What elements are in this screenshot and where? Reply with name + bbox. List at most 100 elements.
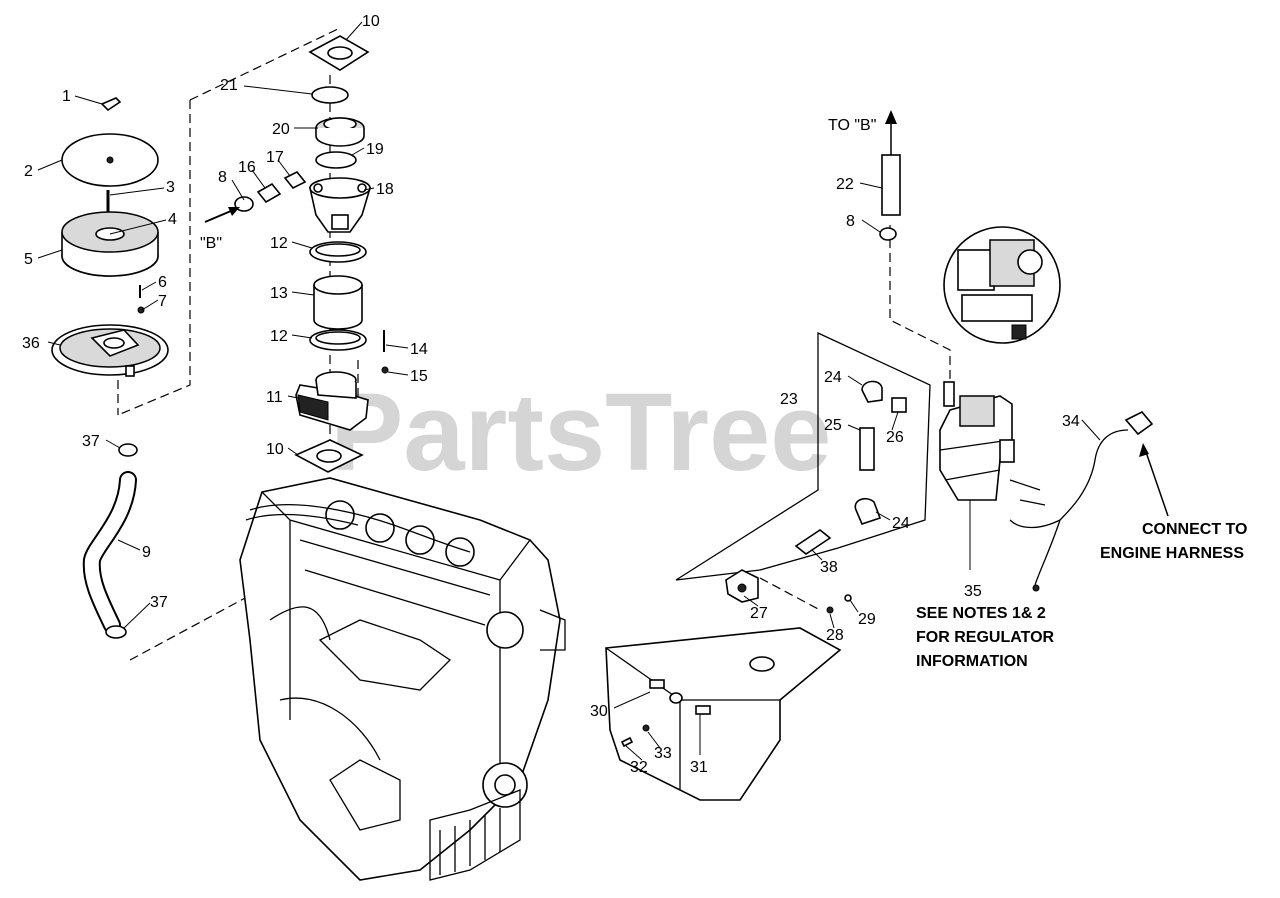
elbow-fitting <box>854 498 882 525</box>
rubber-coupler <box>313 275 363 330</box>
callout-35: 35 <box>964 583 982 600</box>
o-ring <box>311 86 349 104</box>
elbow-fitting <box>861 380 883 403</box>
screw <box>844 594 852 602</box>
callout-20: 20 <box>272 121 290 138</box>
label-to-b: TO "B" <box>828 117 876 134</box>
callout-13: 13 <box>270 285 288 302</box>
washer <box>642 724 650 732</box>
callout-11: 11 <box>266 389 283 406</box>
callout-12: 12 <box>270 235 288 252</box>
callout-28: 28 <box>826 627 844 644</box>
air-cleaner-base <box>51 324 169 377</box>
bolt <box>381 330 389 374</box>
dashed-line <box>117 100 191 416</box>
callout-37: 37 <box>82 433 100 450</box>
label-note-1: SEE NOTES 1& 2 <box>916 605 1046 622</box>
regulator-assembly <box>939 381 1015 501</box>
callout-23: 23 <box>780 391 798 408</box>
label-b: "B" <box>200 235 222 252</box>
hose-clamp-large <box>309 241 367 263</box>
callout-38: 38 <box>820 559 838 576</box>
nipple-fitting <box>891 397 907 413</box>
callout-24: 24 <box>824 369 842 386</box>
frame-rail <box>605 627 842 801</box>
leader-lines <box>37 21 1101 761</box>
air-cleaner-cover <box>61 133 159 187</box>
breather-hose <box>82 471 137 634</box>
arrow-b <box>204 207 240 223</box>
label-note-2: FOR REGULATOR <box>916 629 1055 646</box>
mixer-body <box>309 177 372 233</box>
callout-6: 6 <box>158 274 167 291</box>
callout-15: 15 <box>410 368 428 385</box>
regulator-bracket <box>725 569 759 603</box>
hose-clamp <box>879 227 897 241</box>
throttle-body <box>295 371 369 431</box>
callout-10b: 10 <box>266 441 284 458</box>
callout-34: 34 <box>1062 413 1080 430</box>
connect-arrow <box>1139 443 1169 517</box>
gasket-bottom <box>294 439 364 473</box>
callout-22: 22 <box>836 176 854 193</box>
callout-29: 29 <box>858 611 876 628</box>
wiring-harness <box>1009 411 1154 592</box>
label-connect-1: CONNECT TO <box>1142 521 1247 538</box>
callout-9: 9 <box>142 544 151 561</box>
pipe-nipple <box>794 529 832 555</box>
dashed-line <box>889 225 951 390</box>
gasket-top <box>308 35 370 71</box>
fuel-hose <box>881 110 901 216</box>
callout-14: 14 <box>410 341 428 358</box>
callout-37b: 37 <box>150 594 168 611</box>
callout-25: 25 <box>824 417 842 434</box>
callout-8: 8 <box>218 169 227 186</box>
hose-clamp-large <box>309 329 367 351</box>
callout-26: 26 <box>886 429 904 446</box>
air-filter-element <box>61 211 159 277</box>
dashed-line <box>759 577 821 611</box>
kit-bracket-23 <box>675 331 931 581</box>
callout-30: 30 <box>590 703 608 720</box>
callout-24b: 24 <box>892 515 910 532</box>
callout-labels: 1 2 3 4 5 6 7 36 37 9 37 8 16 17 10 21 2… <box>22 13 1080 776</box>
callout-36: 36 <box>22 335 40 352</box>
callout-12b: 12 <box>270 328 288 345</box>
callout-7: 7 <box>158 293 167 310</box>
callout-17: 17 <box>266 149 284 166</box>
label-note-3: INFORMATION <box>916 653 1028 670</box>
callout-33: 33 <box>654 745 672 762</box>
engine-block <box>239 477 566 881</box>
callout-18: 18 <box>376 181 394 198</box>
fitting <box>256 182 282 204</box>
callout-27: 27 <box>750 605 768 622</box>
air-cleaner-wing-nut <box>100 97 122 112</box>
fitting <box>283 170 307 190</box>
hose-clamp <box>118 443 138 457</box>
regulator-detail-inset <box>943 226 1061 344</box>
callout-4: 4 <box>168 211 177 228</box>
callout-8b: 8 <box>846 213 855 230</box>
callout-31: 31 <box>690 759 708 776</box>
watermark: PartsTree <box>330 371 831 494</box>
callout-32: 32 <box>630 759 648 776</box>
callout-1: 1 <box>62 88 71 105</box>
o-ring <box>315 151 357 169</box>
label-connect-2: ENGINE HARNESS <box>1100 545 1244 562</box>
washer <box>826 606 834 614</box>
callout-5: 5 <box>24 251 33 268</box>
callout-10: 10 <box>362 13 380 30</box>
adapter-fitting <box>315 117 365 147</box>
bolt <box>620 736 634 748</box>
callout-16: 16 <box>238 159 256 176</box>
callout-3: 3 <box>166 179 175 196</box>
callout-19: 19 <box>366 141 384 158</box>
callout-2: 2 <box>24 163 33 180</box>
hose-clamp <box>105 625 127 639</box>
screw <box>137 285 145 314</box>
pipe-nipple <box>859 427 875 471</box>
callout-21: 21 <box>220 77 238 94</box>
dashed-line <box>129 589 261 661</box>
